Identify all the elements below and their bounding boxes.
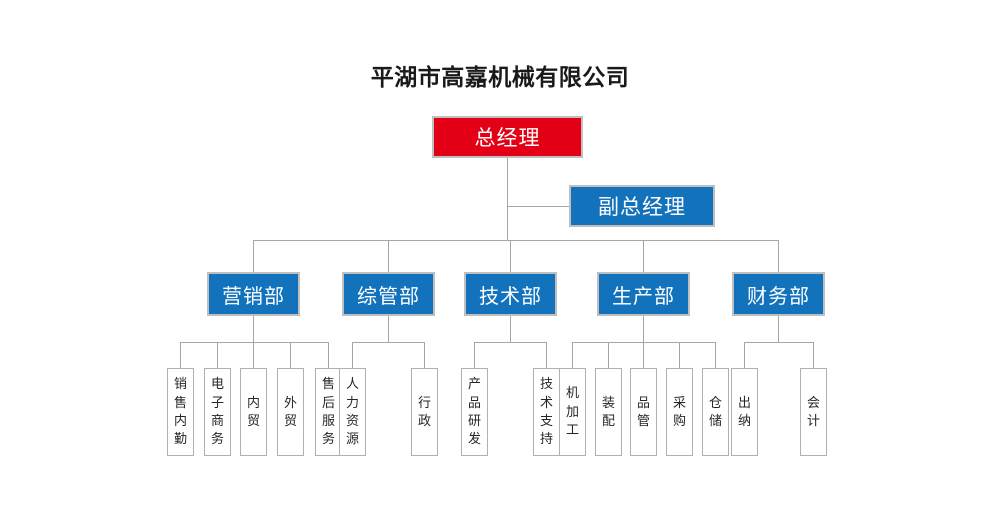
connector-technology-bus bbox=[474, 342, 547, 343]
connector-admin-child-0 bbox=[352, 342, 353, 368]
page-title: 平湖市高嘉机械有限公司 bbox=[370, 64, 630, 90]
connector-marketing-bus bbox=[180, 342, 328, 343]
leaf-box[interactable]: 品管 bbox=[630, 368, 657, 456]
leaf-box[interactable]: 内贸 bbox=[240, 368, 267, 456]
connector-department-bus bbox=[253, 240, 778, 241]
leaf-label: 产品研发 bbox=[467, 376, 481, 447]
node-deputy-general-manager-label: 副总经理 bbox=[598, 196, 686, 219]
leaf-label: 装配 bbox=[601, 394, 615, 428]
connector-production-child-3 bbox=[679, 342, 680, 368]
connector-admin-stem bbox=[388, 316, 389, 342]
connector-marketing-child-4 bbox=[328, 342, 329, 368]
leaf-label: 机加工 bbox=[565, 385, 579, 438]
leaf-label: 人力资源 bbox=[345, 376, 359, 447]
node-department-finance-label: 财务部 bbox=[747, 285, 810, 308]
node-department-production-label: 生产部 bbox=[612, 285, 675, 308]
connector-finance-child-1 bbox=[813, 342, 814, 368]
node-deputy-general-manager[interactable]: 副总经理 bbox=[569, 185, 715, 227]
connector-marketing-child-1 bbox=[217, 342, 218, 368]
node-department-marketing[interactable]: 营销部 bbox=[207, 272, 300, 316]
leaf-box[interactable]: 销售内勤 bbox=[167, 368, 194, 456]
connector-finance-stem bbox=[778, 316, 779, 342]
node-general-manager[interactable]: 总经理 bbox=[432, 116, 583, 158]
leaf-box[interactable]: 技术支持 bbox=[533, 368, 560, 456]
leaf-box[interactable]: 电子商务 bbox=[204, 368, 231, 456]
leaf-box[interactable]: 人力资源 bbox=[339, 368, 366, 456]
leaf-label: 采购 bbox=[672, 394, 686, 428]
leaf-label: 外贸 bbox=[283, 394, 297, 428]
connector-production-child-0 bbox=[572, 342, 573, 368]
connector-drop-admin bbox=[388, 240, 389, 272]
node-general-manager-label: 总经理 bbox=[474, 127, 541, 150]
connector-production-stem bbox=[643, 316, 644, 342]
connector-production-child-2 bbox=[643, 342, 644, 368]
leaf-label: 出纳 bbox=[737, 394, 751, 428]
leaf-box[interactable]: 产品研发 bbox=[461, 368, 488, 456]
node-department-admin[interactable]: 综管部 bbox=[342, 272, 435, 316]
node-department-technology[interactable]: 技术部 bbox=[464, 272, 557, 316]
node-department-admin-label: 综管部 bbox=[357, 285, 420, 308]
leaf-box[interactable]: 外贸 bbox=[277, 368, 304, 456]
connector-drop-finance bbox=[778, 240, 779, 272]
leaf-box[interactable]: 机加工 bbox=[559, 368, 586, 456]
leaf-label: 售后服务 bbox=[321, 376, 335, 447]
node-department-production[interactable]: 生产部 bbox=[597, 272, 690, 316]
connector-marketing-child-3 bbox=[290, 342, 291, 368]
leaf-label: 电子商务 bbox=[210, 376, 224, 447]
leaf-box[interactable]: 行政 bbox=[411, 368, 438, 456]
connector-marketing-child-0 bbox=[180, 342, 181, 368]
leaf-box[interactable]: 会计 bbox=[800, 368, 827, 456]
connector-drop-production bbox=[643, 240, 644, 272]
connector-admin-bus bbox=[352, 342, 425, 343]
connector-production-child-1 bbox=[608, 342, 609, 368]
node-department-marketing-label: 营销部 bbox=[222, 285, 285, 308]
connector-deputy-horizontal bbox=[507, 206, 570, 207]
leaf-label: 销售内勤 bbox=[173, 376, 187, 447]
leaf-box[interactable]: 装配 bbox=[595, 368, 622, 456]
connector-production-child-4 bbox=[715, 342, 716, 368]
node-department-technology-label: 技术部 bbox=[479, 285, 542, 308]
connector-technology-stem bbox=[510, 316, 511, 342]
connector-drop-marketing bbox=[253, 240, 254, 272]
leaf-box[interactable]: 采购 bbox=[666, 368, 693, 456]
connector-finance-child-0 bbox=[744, 342, 745, 368]
connector-drop-technology bbox=[510, 240, 511, 272]
leaf-label: 技术支持 bbox=[539, 376, 553, 447]
leaf-label: 会计 bbox=[806, 394, 820, 428]
connector-marketing-child-2 bbox=[253, 342, 254, 368]
leaf-label: 品管 bbox=[636, 394, 650, 428]
leaf-label: 内贸 bbox=[246, 394, 260, 428]
node-department-finance[interactable]: 财务部 bbox=[732, 272, 825, 316]
connector-finance-bus bbox=[744, 342, 814, 343]
leaf-box[interactable]: 仓储 bbox=[702, 368, 729, 456]
leaf-label: 仓储 bbox=[708, 394, 722, 428]
leaf-box[interactable]: 出纳 bbox=[731, 368, 758, 456]
connector-marketing-stem bbox=[253, 316, 254, 342]
connector-trunk-vertical bbox=[507, 158, 508, 240]
connector-technology-child-1 bbox=[546, 342, 547, 368]
leaf-label: 行政 bbox=[417, 394, 431, 428]
connector-admin-child-1 bbox=[424, 342, 425, 368]
leaf-box[interactable]: 售后服务 bbox=[315, 368, 342, 456]
connector-technology-child-0 bbox=[474, 342, 475, 368]
